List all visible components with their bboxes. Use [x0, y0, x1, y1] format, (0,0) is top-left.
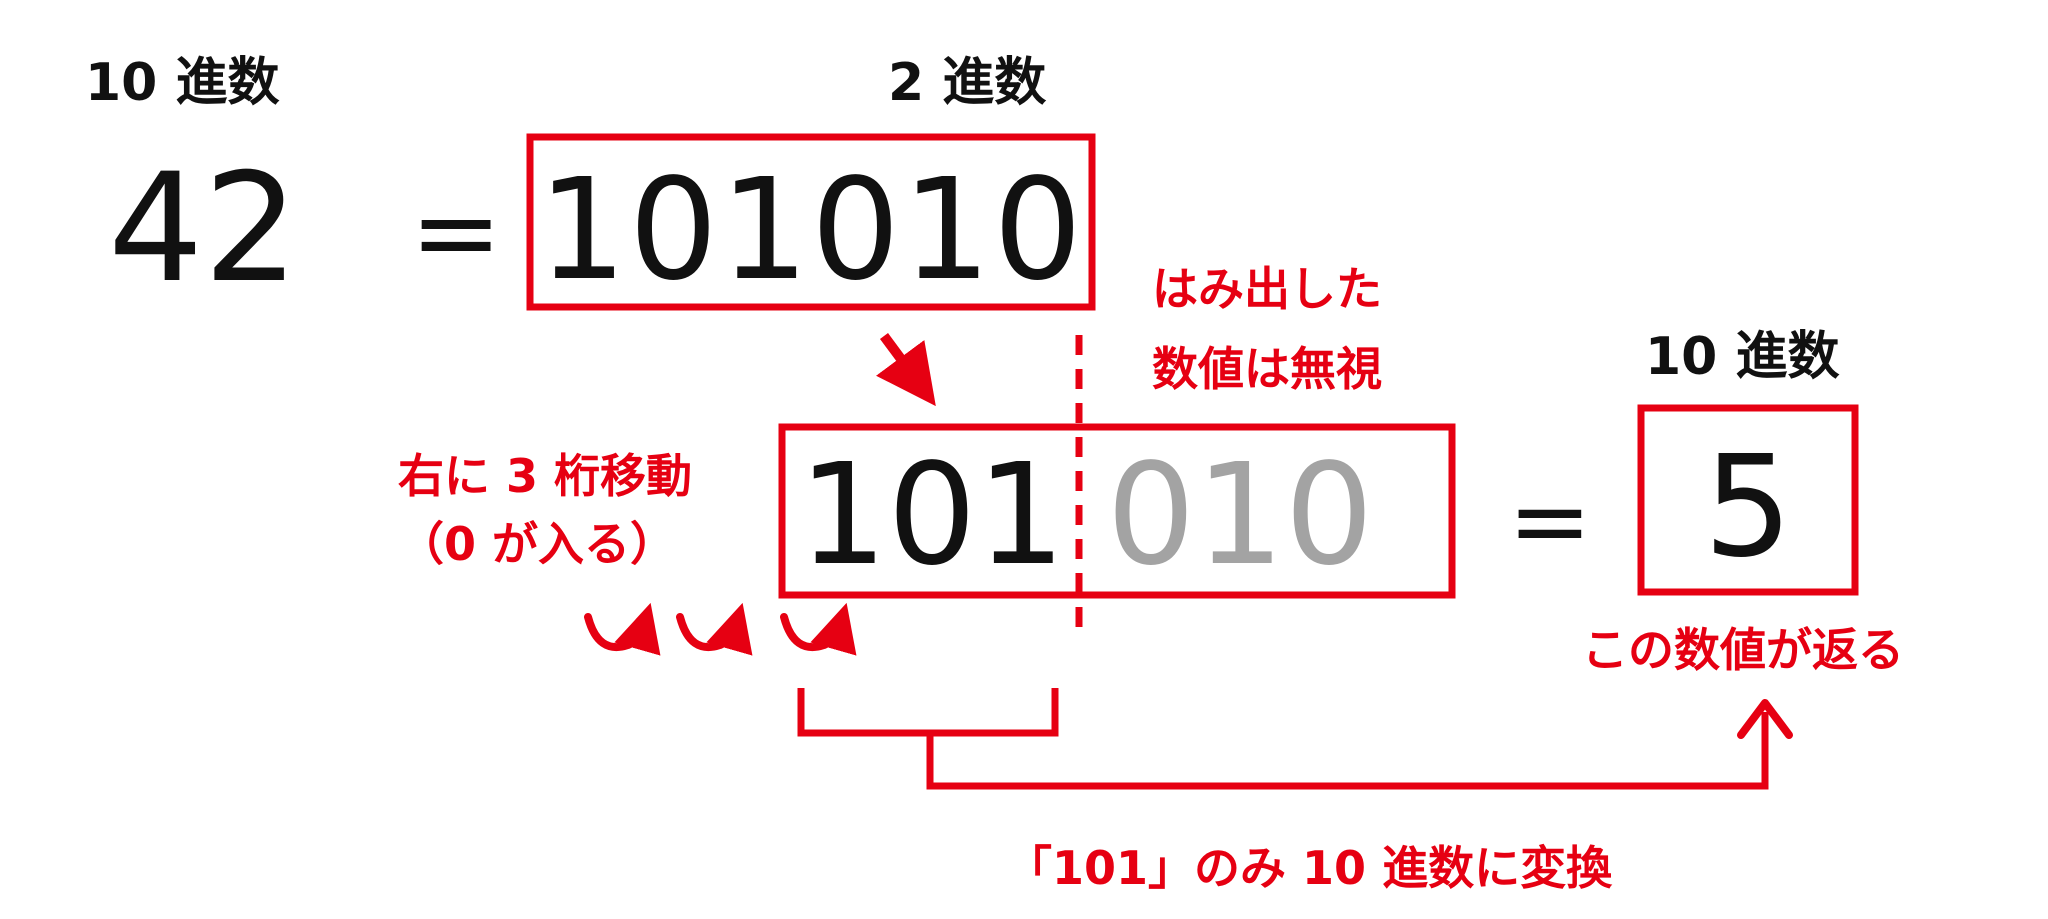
curved-arrow-icon	[584, 602, 661, 656]
binary-label: 2 進数	[888, 53, 1046, 113]
decimal-label-left: 10 進数	[85, 53, 279, 113]
overflow-note-line2: 数値は無視	[1152, 342, 1382, 396]
up-arrowhead-icon	[1737, 699, 1793, 739]
shifted-kept-bits: 101	[798, 434, 1065, 597]
shift-note-line2: （0 が入る）	[398, 517, 676, 571]
shift-arrow	[876, 333, 936, 407]
equals-sign-2: =	[1508, 462, 1592, 579]
shifted-box	[778, 423, 1456, 599]
curved-arrow-icon	[676, 602, 753, 656]
curved-arrow-icons	[584, 602, 857, 656]
shift-note-line1: 右に 3 桁移動	[398, 449, 692, 503]
decimal-input: 42	[108, 142, 299, 316]
curved-arrow-icon	[780, 602, 857, 656]
equals-sign-1: =	[410, 168, 502, 296]
overflow-note-line1: はみ出した	[1152, 262, 1382, 316]
decimal-label-right: 10 進数	[1645, 327, 1839, 387]
shifted-dropped-bits: 010	[1106, 434, 1373, 597]
convert-note: 「101」のみ 10 進数に変換	[1006, 841, 1613, 895]
binary-value: 101010	[538, 149, 1084, 312]
returned-note: この数値が返る	[1582, 623, 1904, 677]
result-box	[1637, 404, 1859, 596]
bracket-connector	[797, 688, 1769, 790]
result-value: 5	[1703, 426, 1792, 589]
binary-box	[526, 133, 1096, 311]
